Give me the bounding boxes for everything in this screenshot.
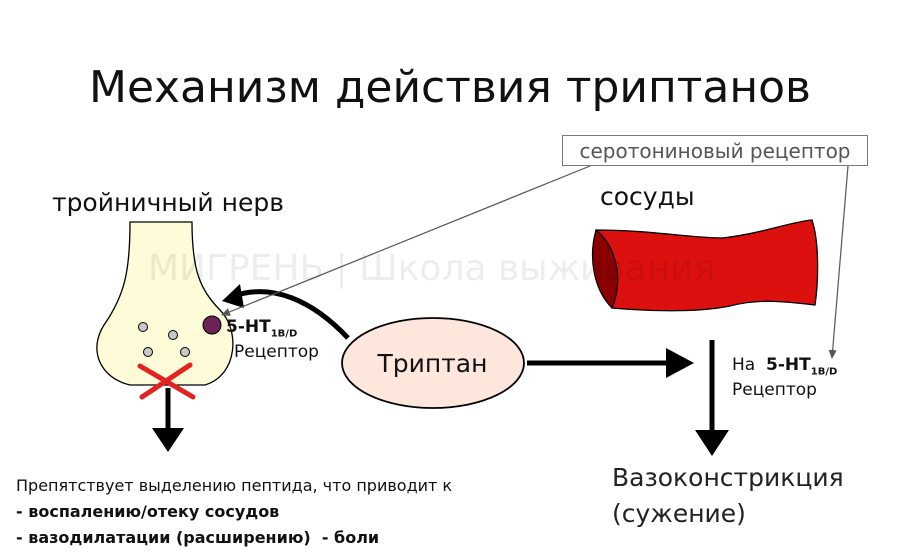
vessels-label: сосуды	[600, 182, 695, 211]
triptan-to-vessel-arrow	[527, 348, 694, 378]
page-title: Механизм действия триптанов	[88, 62, 811, 113]
effect-line-2: - вазодилатации (расширению) - боли	[16, 528, 380, 547]
nerve-down-arrow	[152, 388, 184, 452]
serotonin-receptor-text: серотониновый рецептор	[579, 138, 851, 163]
trigeminal-nerve-label: тройничный нерв	[52, 188, 284, 217]
right-receptor-prefix: На	[732, 355, 756, 375]
vessel-down-arrow	[695, 340, 729, 456]
serotonin-receptor-label: серотониновый рецептор	[562, 135, 868, 166]
receptor-dot	[202, 315, 222, 335]
triptan-ellipse	[341, 317, 525, 409]
vasoconstriction-line-2: (сужение)	[612, 499, 746, 528]
nerve-ending	[96, 221, 234, 386]
right-receptor-main: 5-HT	[766, 355, 811, 375]
right-receptor-sub: 1B/D	[810, 366, 838, 378]
vasoconstriction-line-1: Вазоконстрикция	[612, 463, 844, 492]
left-receptor-sub: 1B/D	[270, 328, 298, 340]
effect-intro: Препятствует выделению пептида, что прив…	[16, 476, 453, 495]
pointer-line-right	[828, 165, 849, 359]
left-receptor-main: 5-HT	[226, 317, 271, 337]
right-receptor-label: На 5-HT1B/D Рецептор	[732, 356, 837, 400]
right-receptor-word: Рецептор	[732, 380, 817, 401]
vesicle	[143, 347, 153, 357]
vesicle	[138, 322, 148, 332]
effect-line-1: - воспалению/отеку сосудов	[16, 502, 280, 521]
block-cross	[137, 362, 196, 400]
triptan-label: Триптан	[377, 348, 488, 378]
left-receptor-word: Рецептор	[234, 342, 319, 363]
triptan-to-receptor-arrow	[222, 284, 350, 340]
pointer-line-left	[221, 165, 591, 316]
vesicle	[180, 347, 190, 357]
blood-vessel	[591, 219, 819, 312]
vasoconstriction-label: Вазоконстрикция (сужение)	[612, 460, 844, 532]
left-receptor-label: 5-HT1B/D Рецептор	[226, 318, 319, 362]
effect-description: Препятствует выделению пептида, что прив…	[16, 473, 452, 551]
vesicle	[168, 330, 178, 340]
watermark: МИГРЕНЬ | Школа выживания	[148, 248, 716, 289]
